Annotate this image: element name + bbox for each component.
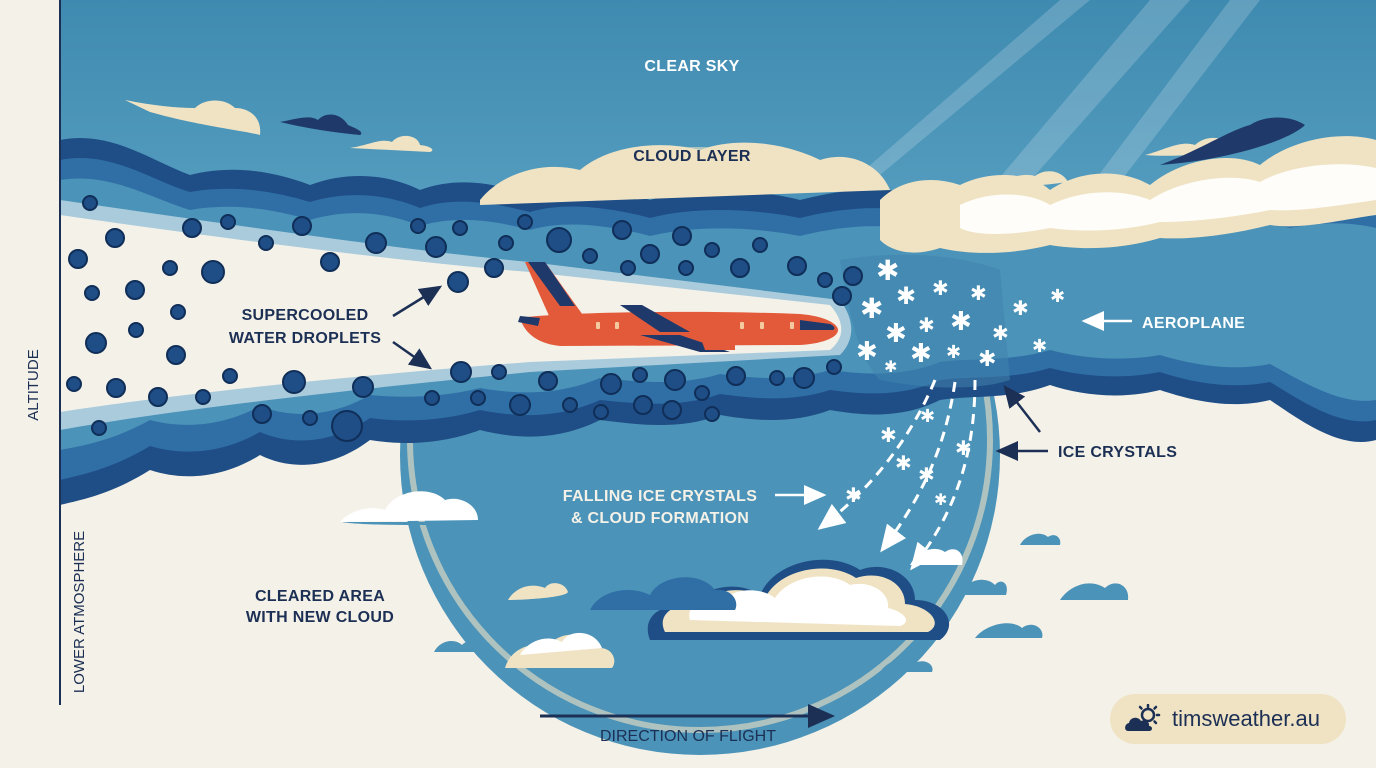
label-supercooled-2: WATER DROPLETS	[229, 330, 381, 347]
svg-text:✱: ✱	[932, 276, 949, 300]
svg-text:✱: ✱	[845, 483, 862, 507]
cloud-sun-icon	[1125, 704, 1161, 731]
aeroplane	[518, 262, 838, 352]
label-cleared-2: WITH NEW CLOUD	[246, 609, 394, 626]
lower-clouds	[340, 491, 1129, 672]
label-altitude: ALTITUDE	[25, 349, 42, 420]
svg-text:✱: ✱	[876, 254, 899, 287]
label-ice-crystals: ICE CRYSTALS	[1058, 444, 1177, 461]
svg-text:✱: ✱	[885, 319, 907, 349]
label-falling-1: FALLING ICE CRYSTALS	[563, 488, 757, 505]
brand-text: timsweather.au	[1172, 706, 1320, 731]
supercooled-droplets	[66, 195, 863, 442]
label-aeroplane: AEROPLANE	[1142, 315, 1245, 332]
falling-arrows	[817, 379, 977, 571]
svg-text:✱: ✱	[1032, 336, 1047, 357]
svg-text:✱: ✱	[918, 313, 935, 337]
svg-text:✱: ✱	[1012, 296, 1029, 320]
sky-clouds	[125, 100, 1305, 187]
svg-text:✱: ✱	[884, 357, 897, 376]
pointer-arrows	[392, 285, 1132, 728]
ice-crystals: ✱ ✱ ✱ ✱ ✱ ✱ ✱ ✱ ✱ ✱ ✱ ✱ ✱ ✱ ✱ ✱ ✱ ✱ ✱ ✱ …	[845, 254, 1065, 509]
label-cleared-1: CLEARED AREA	[255, 588, 385, 605]
svg-text:✱: ✱	[970, 281, 987, 305]
label-supercooled-1: SUPERCOOLED	[242, 307, 369, 324]
svg-text:✱: ✱	[934, 490, 947, 509]
svg-text:✱: ✱	[992, 321, 1009, 345]
svg-text:✱: ✱	[978, 347, 996, 372]
svg-text:✱: ✱	[920, 406, 935, 427]
svg-text:✱: ✱	[860, 292, 883, 325]
label-direction: DIRECTION OF FLIGHT	[600, 728, 776, 745]
svg-text:✱: ✱	[910, 339, 932, 369]
svg-text:✱: ✱	[946, 342, 961, 363]
svg-text:✱: ✱	[950, 307, 972, 337]
label-clear-sky: CLEAR SKY	[644, 58, 739, 75]
label-lower-atmosphere: LOWER ATMOSPHERE	[71, 531, 88, 693]
svg-text:✱: ✱	[896, 282, 916, 310]
svg-text:✱: ✱	[1050, 286, 1065, 307]
brand-badge[interactable]: timsweather.au	[1110, 694, 1346, 744]
svg-text:✱: ✱	[880, 423, 897, 447]
label-falling-2: & CLOUD FORMATION	[571, 510, 749, 527]
svg-text:✱: ✱	[895, 451, 912, 475]
svg-text:✱: ✱	[856, 337, 878, 367]
label-cloud-layer: CLOUD LAYER	[633, 148, 751, 165]
